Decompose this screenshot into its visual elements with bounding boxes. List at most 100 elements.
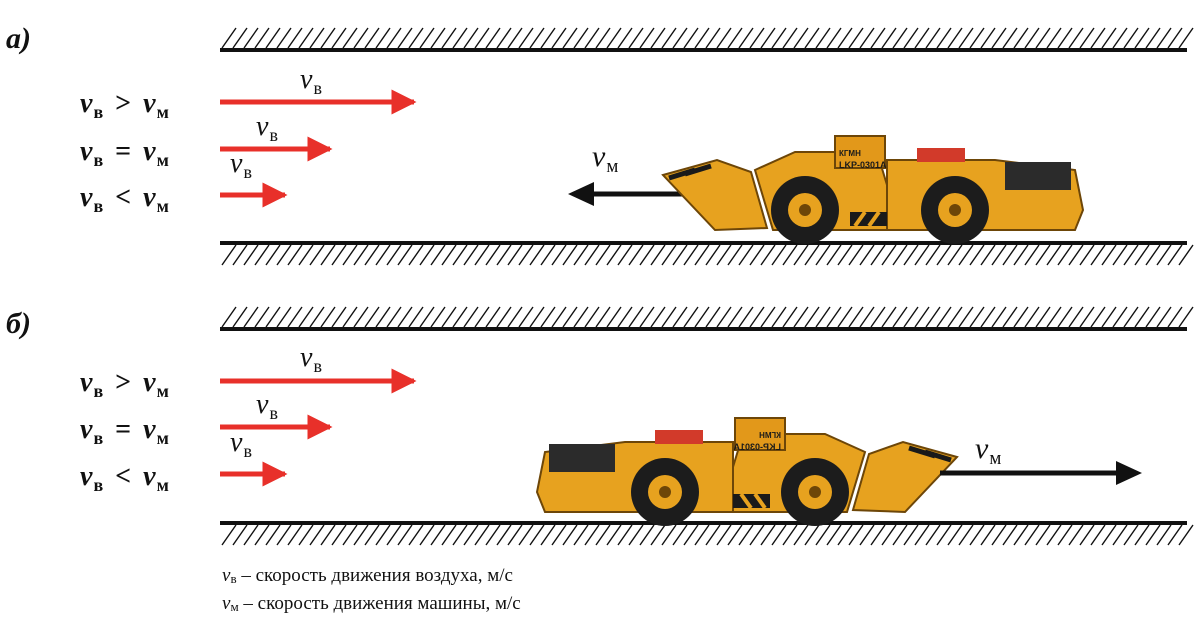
hatch-line (265, 306, 281, 328)
velocity-conditions-a: vв>vм vв=vм vв<vм (80, 88, 169, 216)
hatch-line (342, 27, 358, 49)
hatch-line (639, 27, 655, 49)
loader-engine-part (655, 430, 703, 444)
hatch-line (474, 524, 490, 546)
hatch-line (925, 244, 941, 266)
hatch-line (595, 524, 611, 546)
air-velocity-label: vв (230, 148, 252, 182)
hatch-line (1090, 27, 1106, 49)
hatch-line (485, 244, 501, 266)
hatch-line (518, 244, 534, 266)
hatch-line (705, 306, 721, 328)
hatch-line (705, 244, 721, 266)
hatch-line (628, 244, 644, 266)
legend-subscript: в (230, 571, 237, 586)
hatch-line (529, 27, 545, 49)
hatch-line (287, 524, 303, 546)
hatch-line (507, 306, 523, 328)
loader-model-label: LKP-0301A (733, 442, 781, 452)
hatch-line (1046, 306, 1062, 328)
hatch-line (1156, 244, 1172, 266)
hatch-line (276, 524, 292, 546)
hatch-line (408, 27, 424, 49)
hatch-line (980, 27, 996, 49)
hatch-line (507, 27, 523, 49)
hatch-line (771, 27, 787, 49)
hatch-line (848, 306, 864, 328)
loader-bucket (661, 158, 769, 232)
hatch-line (1057, 244, 1073, 266)
hatch-line (859, 524, 875, 546)
hatch-line (782, 306, 798, 328)
hatch-line (364, 244, 380, 266)
hatch-line (914, 27, 930, 49)
hatch-line (397, 306, 413, 328)
hatch-line (694, 244, 710, 266)
hatch-line (716, 524, 732, 546)
hatch-line (837, 306, 853, 328)
hatch-line (463, 27, 479, 49)
hatch-line (584, 27, 600, 49)
hatch-line (419, 244, 435, 266)
hatch-line (672, 524, 688, 546)
hatch-line (419, 524, 435, 546)
hatch-line (397, 27, 413, 49)
hatch-line (1035, 524, 1051, 546)
hatch-line (804, 27, 820, 49)
hatch-line (452, 524, 468, 546)
hatch-line (551, 27, 567, 49)
hatch-line (606, 524, 622, 546)
hatch-line (639, 306, 655, 328)
hatch-line (661, 244, 677, 266)
panel-a: а) vв vв vв vв>vм vв=vм vв<vм vм (6, 22, 1194, 266)
hatch-line (331, 306, 347, 328)
hatch-line (386, 244, 402, 266)
hatch-line (738, 27, 754, 49)
hatch-line (639, 524, 655, 546)
machine-velocity-label: vм (975, 432, 1001, 469)
hatch-line (1112, 524, 1128, 546)
panel-b: б) vв vв vв vв>vм vв=vм vв<vм (6, 306, 1194, 546)
hatch-line (826, 524, 842, 546)
hatch-line (716, 27, 732, 49)
hatch-line (1002, 244, 1018, 266)
condition-air-greater: vв>vм (80, 88, 169, 122)
hatch-line (980, 524, 996, 546)
hatch-line (353, 524, 369, 546)
air-velocity-label: vв (256, 389, 278, 423)
hatch-line (496, 306, 512, 328)
hatch-line (452, 27, 468, 49)
hatch-line (1035, 306, 1051, 328)
hatch-line (1178, 27, 1194, 49)
hatch-line (265, 27, 281, 49)
hatch-line (694, 306, 710, 328)
loader-brand-label: КГМН (759, 431, 781, 440)
hatch-line (639, 244, 655, 266)
hatch-line (859, 306, 875, 328)
hatch-line (870, 27, 886, 49)
hatch-line (760, 244, 776, 266)
hatch-line (375, 27, 391, 49)
hatch-line (815, 306, 831, 328)
hatch-line (1101, 524, 1117, 546)
hatch-line (914, 306, 930, 328)
loader-front-wheel (781, 458, 849, 526)
hatch-line (969, 244, 985, 266)
hatch-line (430, 524, 446, 546)
hatch-line (672, 27, 688, 49)
underground-loader-b: LKP-0301A КГМН (535, 417, 959, 526)
hatch-line (606, 244, 622, 266)
hatch-line (1046, 244, 1062, 266)
hatch-line (815, 244, 831, 266)
hatch-line (694, 27, 710, 49)
hatch-line (364, 306, 380, 328)
hatch-line (1090, 306, 1106, 328)
hatch-line (1156, 27, 1172, 49)
hatch-line (903, 306, 919, 328)
hatch-line (496, 524, 512, 546)
hatch-line (551, 524, 567, 546)
hatch-line (1167, 524, 1183, 546)
hatch-line (1123, 244, 1139, 266)
hatch-line (441, 524, 457, 546)
hatch-line (474, 306, 490, 328)
